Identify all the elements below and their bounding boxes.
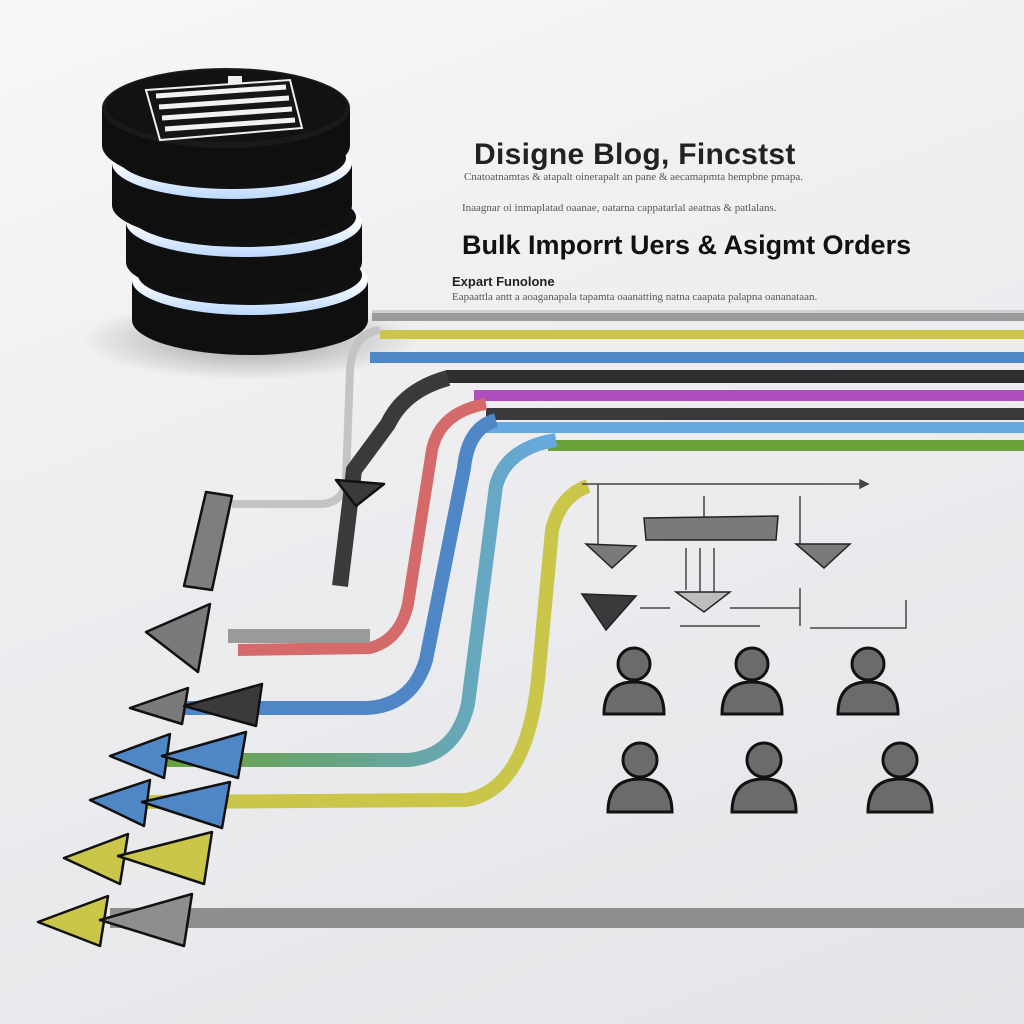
description-line-1: Cnatoatnamtas & atapalt oinerapalt an pa…	[464, 171, 804, 183]
arrow-icon	[580, 593, 638, 632]
user-icons	[602, 646, 934, 814]
arrow-icon	[160, 730, 248, 780]
arrow-icon	[673, 591, 733, 613]
database-icon	[80, 68, 420, 380]
gray-bar-icon	[182, 490, 234, 592]
arrow-icon	[36, 894, 110, 948]
arrow-icon	[144, 602, 212, 674]
user-icon	[720, 646, 784, 716]
arrow-icon	[98, 892, 194, 948]
section-heading: Bulk Imporrt Uers & Asigmt Orders	[462, 230, 912, 260]
top-flow-bars	[370, 310, 1024, 451]
arrow-icon	[140, 780, 232, 830]
description-line-2: Inaagnar oi inmaplatad oaanae, oatarna c…	[462, 202, 777, 214]
arrow-heads	[36, 478, 386, 948]
arrow-icon	[793, 543, 852, 570]
user-icon	[602, 646, 666, 716]
header-bar	[643, 515, 779, 541]
org-chart-nodes	[580, 515, 852, 632]
user-icon	[606, 741, 674, 814]
arrow-icon	[334, 478, 386, 508]
arrow-icon	[128, 686, 190, 726]
arrow-icon	[88, 778, 152, 828]
user-icon	[866, 741, 934, 814]
document-icon	[144, 76, 304, 142]
page-title: Disigne Blog, Fincstst	[474, 138, 796, 171]
description-line-3: Eapaattla antt a aoaganapala tapamta oaa…	[452, 291, 818, 303]
arrow-icon	[62, 832, 130, 886]
section-subheading: Expart Funolone	[452, 274, 555, 289]
arrow-icon	[583, 543, 638, 570]
org-chart-connectors	[582, 478, 907, 629]
arrow-icon	[182, 682, 264, 728]
arrow-icon	[116, 830, 214, 886]
user-icon	[836, 646, 900, 716]
user-icon	[730, 741, 798, 814]
